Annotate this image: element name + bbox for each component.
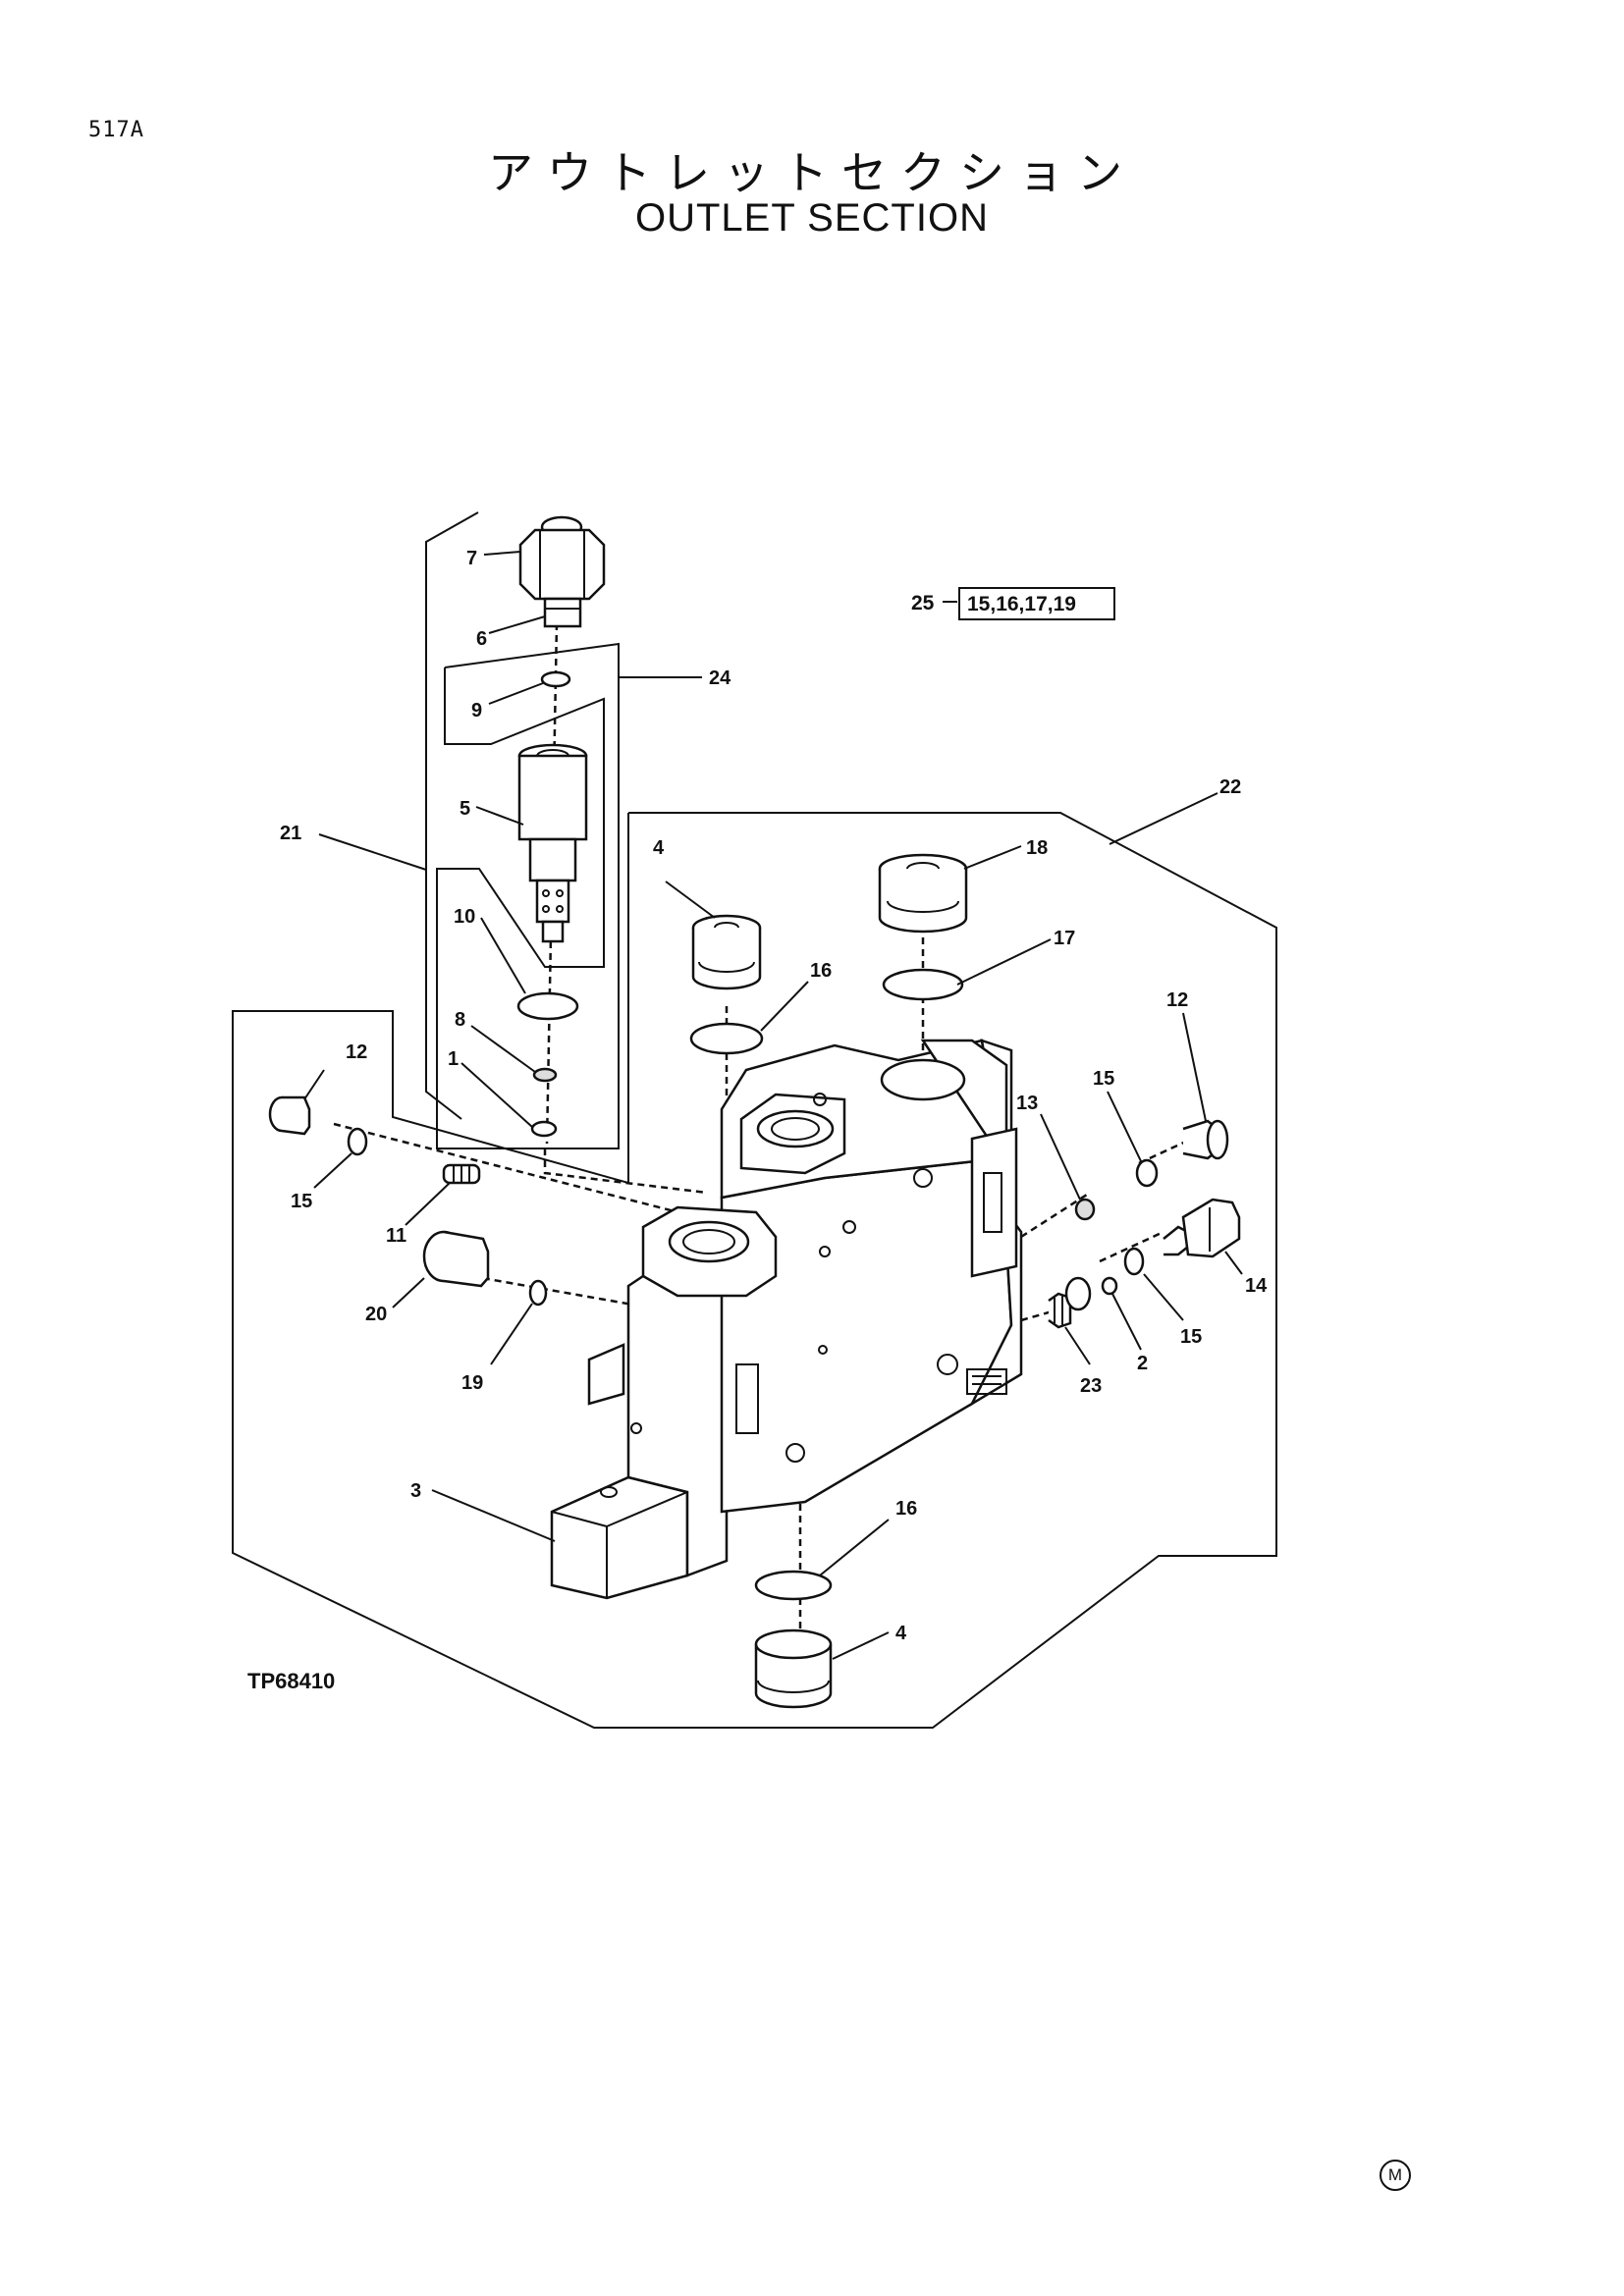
part-7-cap-nut	[518, 515, 606, 628]
callout-15-left: 15	[291, 1191, 312, 1212]
part-20-plug	[422, 1230, 490, 1288]
callout-17: 17	[1054, 928, 1075, 949]
part-2-ring	[1101, 1276, 1118, 1296]
group-24-outline	[436, 642, 620, 1149]
page-code: 517A	[88, 118, 144, 142]
callout-24: 24	[709, 667, 731, 689]
part-12-plug-left	[268, 1095, 311, 1136]
part-4-plug-top	[691, 914, 762, 990]
callout-14: 14	[1245, 1275, 1268, 1297]
callout-21: 21	[280, 823, 301, 844]
callout-1: 1	[448, 1048, 459, 1070]
part-16-o-ring-bottom	[754, 1570, 833, 1601]
part-4-plug-bottom	[754, 1629, 833, 1709]
title-english: OUTLET SECTION	[635, 196, 989, 240]
group-22-outline	[232, 812, 1277, 1729]
callout-19: 19	[461, 1372, 483, 1394]
part-12-plug-right	[1182, 1119, 1229, 1160]
axis-port-left	[543, 1148, 708, 1195]
callout-4-top: 4	[653, 837, 665, 859]
part-18-plug	[878, 853, 968, 934]
callout-23: 23	[1080, 1375, 1102, 1397]
part-11-plunger	[442, 1163, 481, 1185]
set-callout-parts: 15,16,17,19	[967, 593, 1076, 615]
callout-9: 9	[471, 700, 482, 721]
callout-11: 11	[386, 1225, 406, 1247]
callout-16-bottom: 16	[895, 1498, 917, 1520]
part-13-ball	[1074, 1198, 1096, 1221]
part-23-plug	[1048, 1276, 1092, 1329]
axis-left-plug-12	[333, 1122, 718, 1224]
callout-6: 6	[476, 628, 487, 650]
part-15-o-ring-left	[347, 1127, 368, 1156]
callout-7: 7	[466, 548, 477, 569]
callout-15-right-top: 15	[1093, 1068, 1114, 1090]
part-10-o-ring	[516, 991, 579, 1021]
part-16-o-ring-top	[689, 1022, 764, 1055]
axis-left-plug-20	[470, 1274, 639, 1308]
part-19-o-ring	[528, 1279, 548, 1307]
callout-3: 3	[410, 1480, 421, 1502]
callout-12-right: 12	[1166, 989, 1188, 1011]
group-21-leader	[318, 833, 427, 871]
group-21-outline	[425, 511, 479, 1120]
group-22-leader	[1109, 792, 1218, 845]
part-9-o-ring	[540, 670, 571, 688]
part-5-valve-body	[517, 743, 588, 943]
circled-m-mark: M	[1380, 2160, 1411, 2191]
callout-2: 2	[1137, 1353, 1148, 1374]
part-8-ring	[532, 1067, 558, 1083]
set-callout-number: 25	[911, 592, 935, 614]
part-15-o-ring-right-top	[1135, 1158, 1159, 1188]
callout-15-right-bottom: 15	[1180, 1326, 1202, 1348]
part-1-ring	[530, 1120, 558, 1138]
axis-right-13	[1020, 1191, 1091, 1239]
part-17-o-ring	[882, 968, 964, 1001]
part-3-valve-block	[550, 1039, 1023, 1600]
callout-18: 18	[1026, 837, 1048, 859]
callout-20: 20	[365, 1304, 387, 1325]
callout-5: 5	[460, 798, 470, 820]
axis-port-4-top	[725, 1006, 807, 1106]
part-15-o-ring-right-bottom	[1123, 1247, 1145, 1276]
drawing-number: TP68410	[247, 1669, 336, 1693]
callout-8: 8	[455, 1009, 465, 1031]
part-14-fitting	[1163, 1198, 1241, 1258]
callout-10: 10	[454, 906, 475, 928]
callout-13: 13	[1016, 1093, 1038, 1114]
callout-22: 22	[1219, 776, 1241, 798]
callout-4-bottom: 4	[895, 1623, 907, 1644]
callout-12-left: 12	[346, 1041, 367, 1063]
callout-16-top: 16	[810, 960, 832, 982]
set-callout-25: 25 15,16,17,19	[911, 587, 1115, 620]
title-japanese: アウトレットセクション	[488, 146, 1136, 199]
